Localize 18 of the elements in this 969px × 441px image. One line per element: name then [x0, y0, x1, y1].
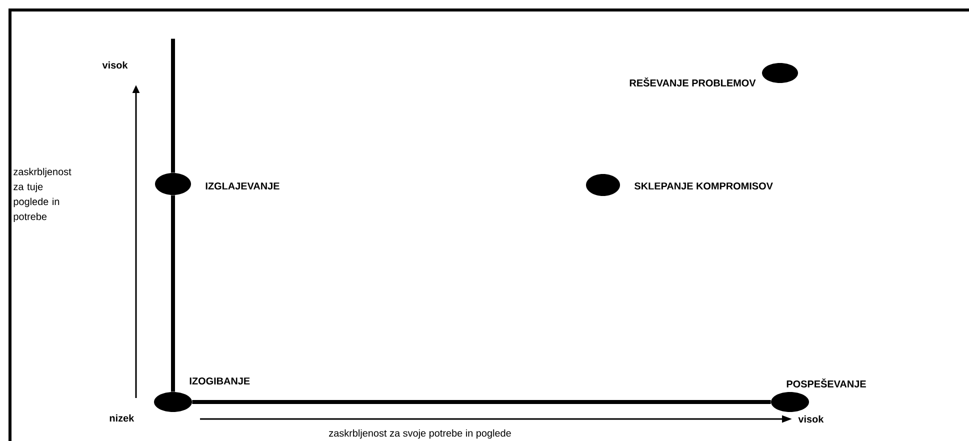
point-label: REŠEVANJE PROBLEMOV [630, 77, 756, 86]
point-label: IZGLAJEVANJE [206, 182, 280, 190]
dot [154, 392, 192, 412]
point-label: SKLEPANJE KOMPROMISOV [634, 182, 773, 190]
line [171, 195, 175, 392]
line [192, 400, 771, 404]
axis-label: visok [102, 61, 128, 69]
line [171, 38, 175, 173]
dot [762, 63, 798, 83]
dot [771, 392, 809, 412]
dot [586, 174, 620, 196]
axis-label: zaskrbljenost za tuje poglede in potrebe [14, 168, 72, 222]
point-label: IZOGIBANJE [190, 377, 250, 385]
point-label: POSPEŠEVANJE [786, 378, 866, 388]
axis-label: zaskrbljenost za svoje potrebe in poglede [329, 429, 511, 439]
dot [155, 173, 191, 195]
axis-label: visok [798, 415, 824, 423]
axis-label: nizek [110, 414, 134, 422]
